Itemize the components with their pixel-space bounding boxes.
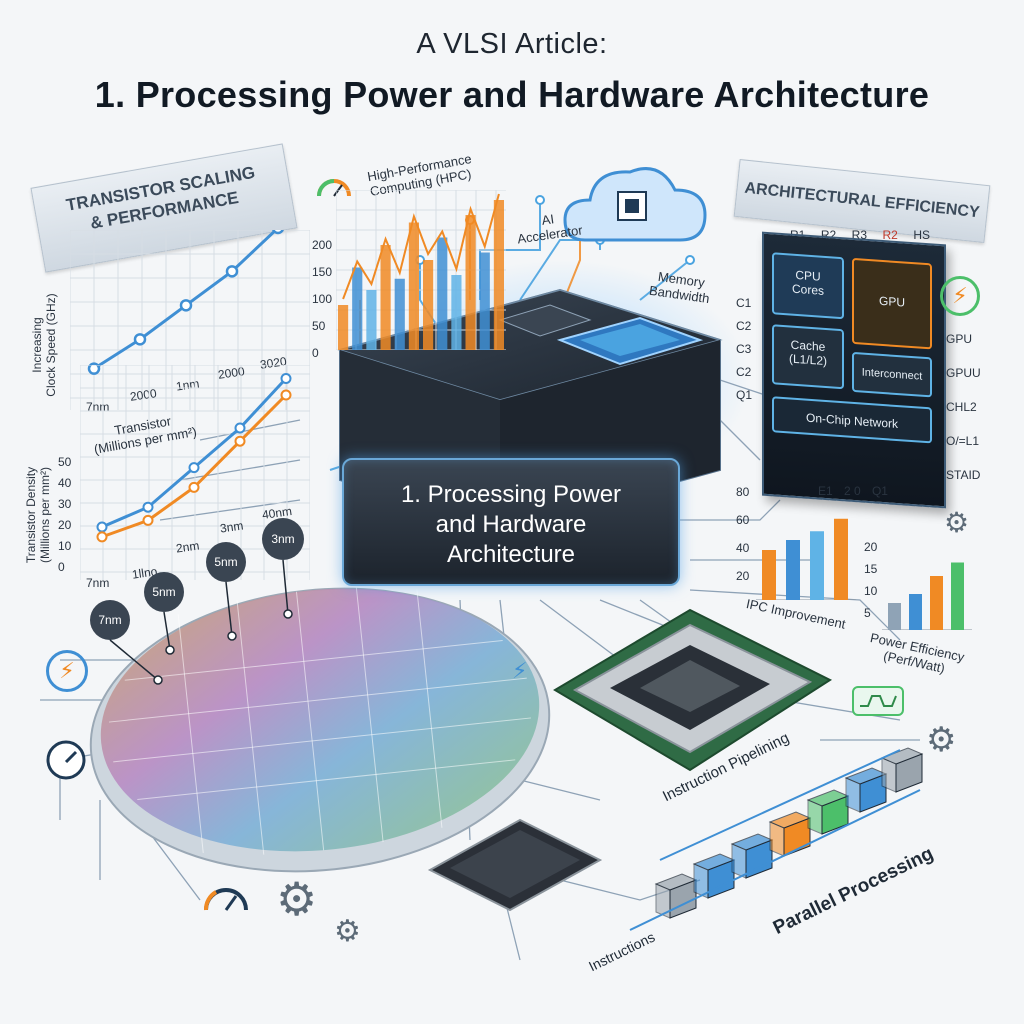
density-point-1-2 — [188, 481, 200, 493]
density-chart — [80, 365, 310, 580]
clock-point-2 — [179, 299, 193, 312]
ipc-bar-2 — [810, 531, 824, 600]
pipelining-flow-arrow — [659, 749, 901, 861]
node-marker-7nm: 7nm — [90, 600, 130, 640]
hpc-yticks: 200 150 100 50 0 — [312, 238, 333, 360]
node-marker-5nm-b: 5nm — [206, 542, 246, 582]
ipc-bar-1 — [786, 540, 800, 600]
density-point-1-1 — [142, 514, 154, 526]
arch-bottom-labels: E1 2 0 Q1 — [818, 484, 888, 498]
hpc-bar-8 — [451, 275, 462, 350]
pipeline-stage-side-3 — [769, 821, 785, 857]
hpc-bar-11 — [493, 200, 504, 350]
pipeline-stage-side-6 — [881, 757, 897, 793]
power-bar-1 — [909, 594, 922, 630]
density-point-1-3 — [234, 435, 246, 447]
clock-point-1 — [133, 333, 147, 346]
hpc-bar-1 — [352, 267, 363, 350]
cloud-icon — [563, 167, 707, 242]
hpc-bar-0 — [338, 305, 349, 350]
density-point-0-2 — [188, 462, 200, 474]
power-yticks: 20 15 10 5 — [864, 540, 878, 620]
ipc-chart — [756, 518, 856, 600]
density-xlabel-0: 7nm — [86, 576, 110, 590]
pipeline-stage-side-5 — [845, 777, 861, 813]
pipeline-stage-side-1 — [693, 863, 709, 899]
hpc-bar-3 — [380, 245, 391, 350]
arch-right-labels: GPU GPUU CHL2 O/=L1 STAID — [946, 332, 981, 482]
cpu-package — [553, 608, 833, 772]
clock-point-3 — [225, 265, 239, 278]
power-chart — [882, 562, 972, 630]
hpc-trend-line — [342, 193, 500, 300]
gear-icon: ⚙ — [944, 507, 970, 538]
density-point-0-1 — [142, 501, 154, 513]
clock-point-0 — [87, 362, 101, 375]
power-bar-3 — [951, 562, 964, 630]
hpc-chart — [336, 190, 506, 350]
power-bar-2 — [930, 576, 943, 630]
lightning-icon: ⚡ — [940, 276, 980, 316]
hpc-bar-4 — [394, 278, 405, 350]
page-title: 1. Processing Power and Hardware Archite… — [94, 74, 930, 115]
density-point-1-0 — [96, 531, 108, 543]
speedometer-icon — [44, 738, 88, 787]
hpc-bar-5 — [408, 222, 419, 350]
node-marker-3nm: 3nm — [262, 518, 304, 560]
gear-icon-right: ⚙ — [926, 721, 957, 759]
center-title-card: 1. Processing Power and Hardware Archite… — [342, 458, 680, 586]
node-marker-5nm-a: 5nm — [144, 572, 184, 612]
parallel-flow-arrow — [629, 789, 921, 931]
pipeline-stage-side-4 — [807, 799, 823, 835]
arch-left-labels: C1 C2 C3 C2 Q1 — [736, 296, 753, 402]
small-chip — [427, 818, 603, 912]
ipc-yticks: 80 60 40 20 — [736, 485, 750, 583]
density-yticks: 50 40 30 20 10 0 — [58, 455, 72, 574]
speedometer-icon-bottom — [202, 876, 250, 921]
clock-point-4 — [272, 230, 284, 235]
ipc-bar-0 — [762, 550, 776, 600]
bolt-icon: ⚡ — [512, 658, 528, 683]
pipeline-stage-side-0 — [655, 883, 671, 919]
waveform-icon — [852, 686, 904, 721]
pipeline-stage-side-2 — [731, 843, 747, 879]
power-bar-0 — [888, 603, 901, 630]
density-point-1-4 — [280, 389, 292, 401]
power-icon: ⚡ — [46, 650, 88, 692]
instruction-pipeline-diagram — [629, 747, 924, 931]
hpc-bar-6 — [423, 260, 434, 350]
silicon-wafer — [89, 587, 551, 873]
page-supertitle: A VLSI Article: — [416, 28, 608, 60]
density-point-0-3 — [234, 422, 246, 434]
clock-speed-chart — [70, 230, 310, 410]
gear-icon-small: ⚙ — [334, 915, 361, 948]
ipc-bar-3 — [834, 518, 848, 600]
density-point-0-4 — [280, 373, 292, 384]
hpc-bar-2 — [366, 290, 377, 350]
hpc-bar-7 — [437, 237, 448, 350]
gear-icon-large: ⚙ — [276, 873, 318, 925]
hpc-bar-10 — [479, 252, 490, 350]
hpc-bar-9 — [465, 215, 476, 350]
